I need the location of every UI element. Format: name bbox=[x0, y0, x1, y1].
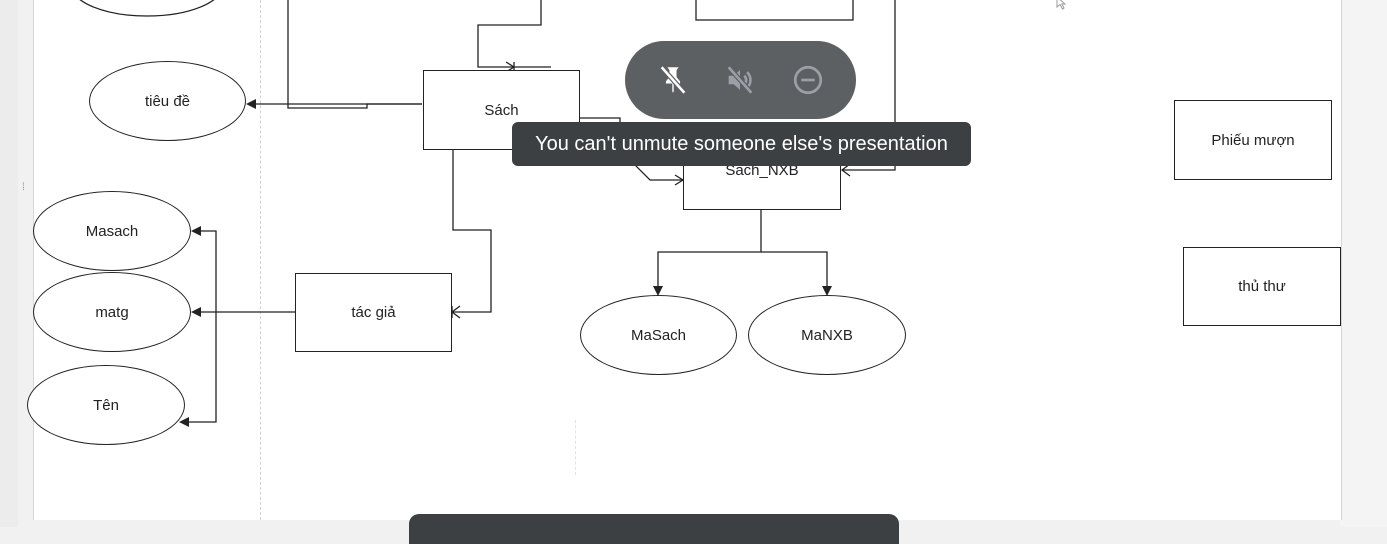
attribute-label: Tên bbox=[93, 396, 119, 414]
tooltip: You can't unmute someone else's presenta… bbox=[512, 122, 971, 166]
entity-label: tác giả bbox=[351, 304, 396, 321]
entity-label: Sach_NXB bbox=[725, 162, 799, 179]
remove-presentation-button[interactable] bbox=[786, 58, 830, 102]
unpin-icon bbox=[659, 65, 687, 95]
mouse-cursor-icon bbox=[1056, 0, 1067, 10]
attribute-label: Masach bbox=[85, 222, 139, 240]
entity-label: thủ thư bbox=[1238, 278, 1286, 295]
attribute-label: MaNXB bbox=[801, 326, 853, 344]
presentation-control-bar bbox=[625, 41, 856, 119]
bottom-toolbar bbox=[409, 514, 899, 544]
attribute-tieu-de: tiêu đề bbox=[89, 61, 246, 141]
attribute-ten: Tên bbox=[27, 365, 185, 445]
attribute-manxb: MaNXB bbox=[748, 295, 906, 375]
attribute-label: tiêu đề bbox=[144, 92, 191, 110]
volume-off-icon bbox=[727, 65, 754, 95]
right-panel-edge bbox=[1340, 0, 1387, 527]
page-break-line bbox=[260, 0, 261, 520]
page-break-line bbox=[575, 420, 576, 475]
entity-phieu-muon: Phiếu mượn bbox=[1174, 100, 1332, 180]
resize-handle-icon[interactable]: ⁞ bbox=[22, 182, 25, 193]
attribute-matg: matg bbox=[33, 272, 191, 352]
left-panel-edge bbox=[0, 0, 18, 527]
tooltip-text: You can't unmute someone else's presenta… bbox=[535, 132, 948, 155]
attribute-masach-nxb: MaSach bbox=[580, 295, 737, 375]
unmute-presentation-button[interactable] bbox=[718, 58, 762, 102]
attribute-label: matg bbox=[95, 303, 129, 321]
remove-circle-icon bbox=[794, 65, 823, 95]
entity-thu-thu: thủ thư bbox=[1183, 247, 1341, 326]
entity-label: Sách bbox=[484, 101, 519, 119]
unpin-button[interactable] bbox=[651, 58, 695, 102]
attribute-masach: Masach bbox=[33, 191, 191, 271]
attribute-label: MaSach bbox=[630, 326, 687, 344]
entity-tac-gia: tác giả bbox=[295, 273, 452, 352]
entity-label: Phiếu mượn bbox=[1211, 131, 1295, 149]
